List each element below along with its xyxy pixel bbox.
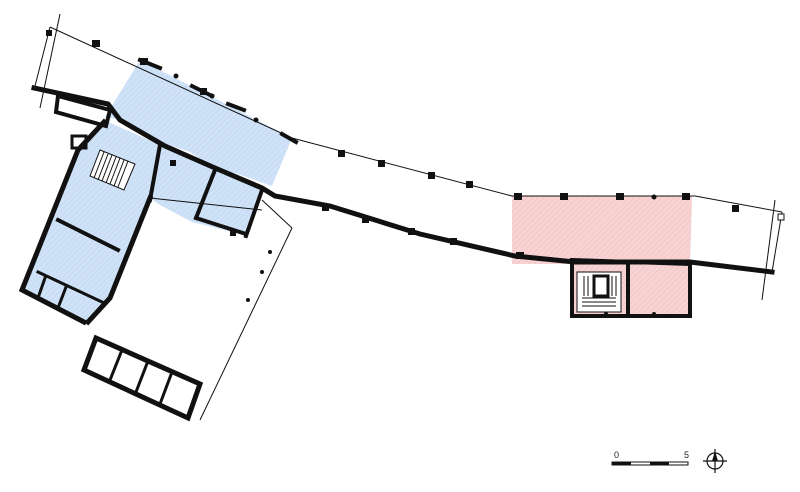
staircase-west <box>89 149 136 191</box>
red-zone-hall <box>512 196 692 264</box>
north-arrow-icon <box>703 449 727 473</box>
main-walls <box>18 57 775 422</box>
blue-zone-upper-hall <box>105 60 292 186</box>
staircase-east <box>576 271 622 313</box>
scale-bar: 0 5 <box>611 450 689 466</box>
outer-thin-lines <box>33 13 783 421</box>
scale-start-label: 0 <box>614 450 619 460</box>
blue-zone-west-wing <box>20 120 262 325</box>
scale-end-label: 5 <box>684 450 689 460</box>
pillars <box>46 30 739 316</box>
end-marker <box>777 213 785 221</box>
